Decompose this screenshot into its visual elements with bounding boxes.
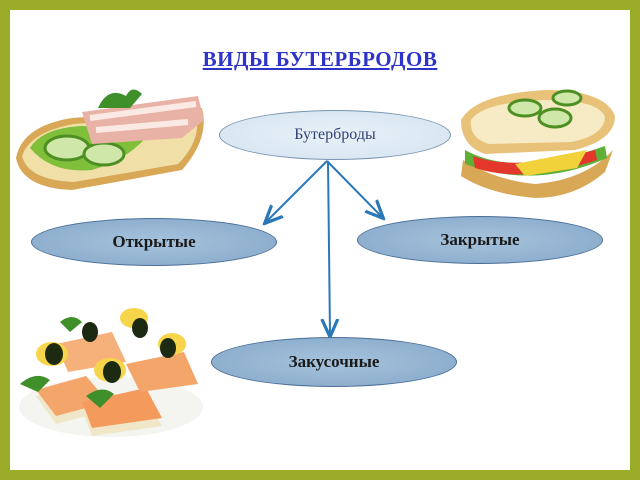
node-snack-label: Закусочные [288, 352, 380, 371]
arrow-to-open [266, 160, 328, 222]
open-sandwich-image [16, 89, 204, 190]
node-snack-sandwiches: Закусочные [211, 337, 457, 387]
arrow-to-snack [328, 160, 330, 335]
node-closed-label: Закрытые [440, 230, 520, 249]
root-node-label: Бутерброды [294, 126, 376, 143]
root-node-sandwiches: Бутерброды [219, 110, 451, 160]
node-open-label: Открытые [112, 232, 196, 251]
canape-snack-image [19, 308, 203, 437]
arrow-to-closed [326, 160, 382, 217]
closed-sandwich-image [461, 89, 615, 198]
node-closed-sandwiches: Закрытые [357, 216, 603, 264]
slide-title: ВИДЫ БУТЕРБРОДОВ [202, 47, 438, 71]
node-open-sandwiches: Открытые [31, 218, 277, 266]
